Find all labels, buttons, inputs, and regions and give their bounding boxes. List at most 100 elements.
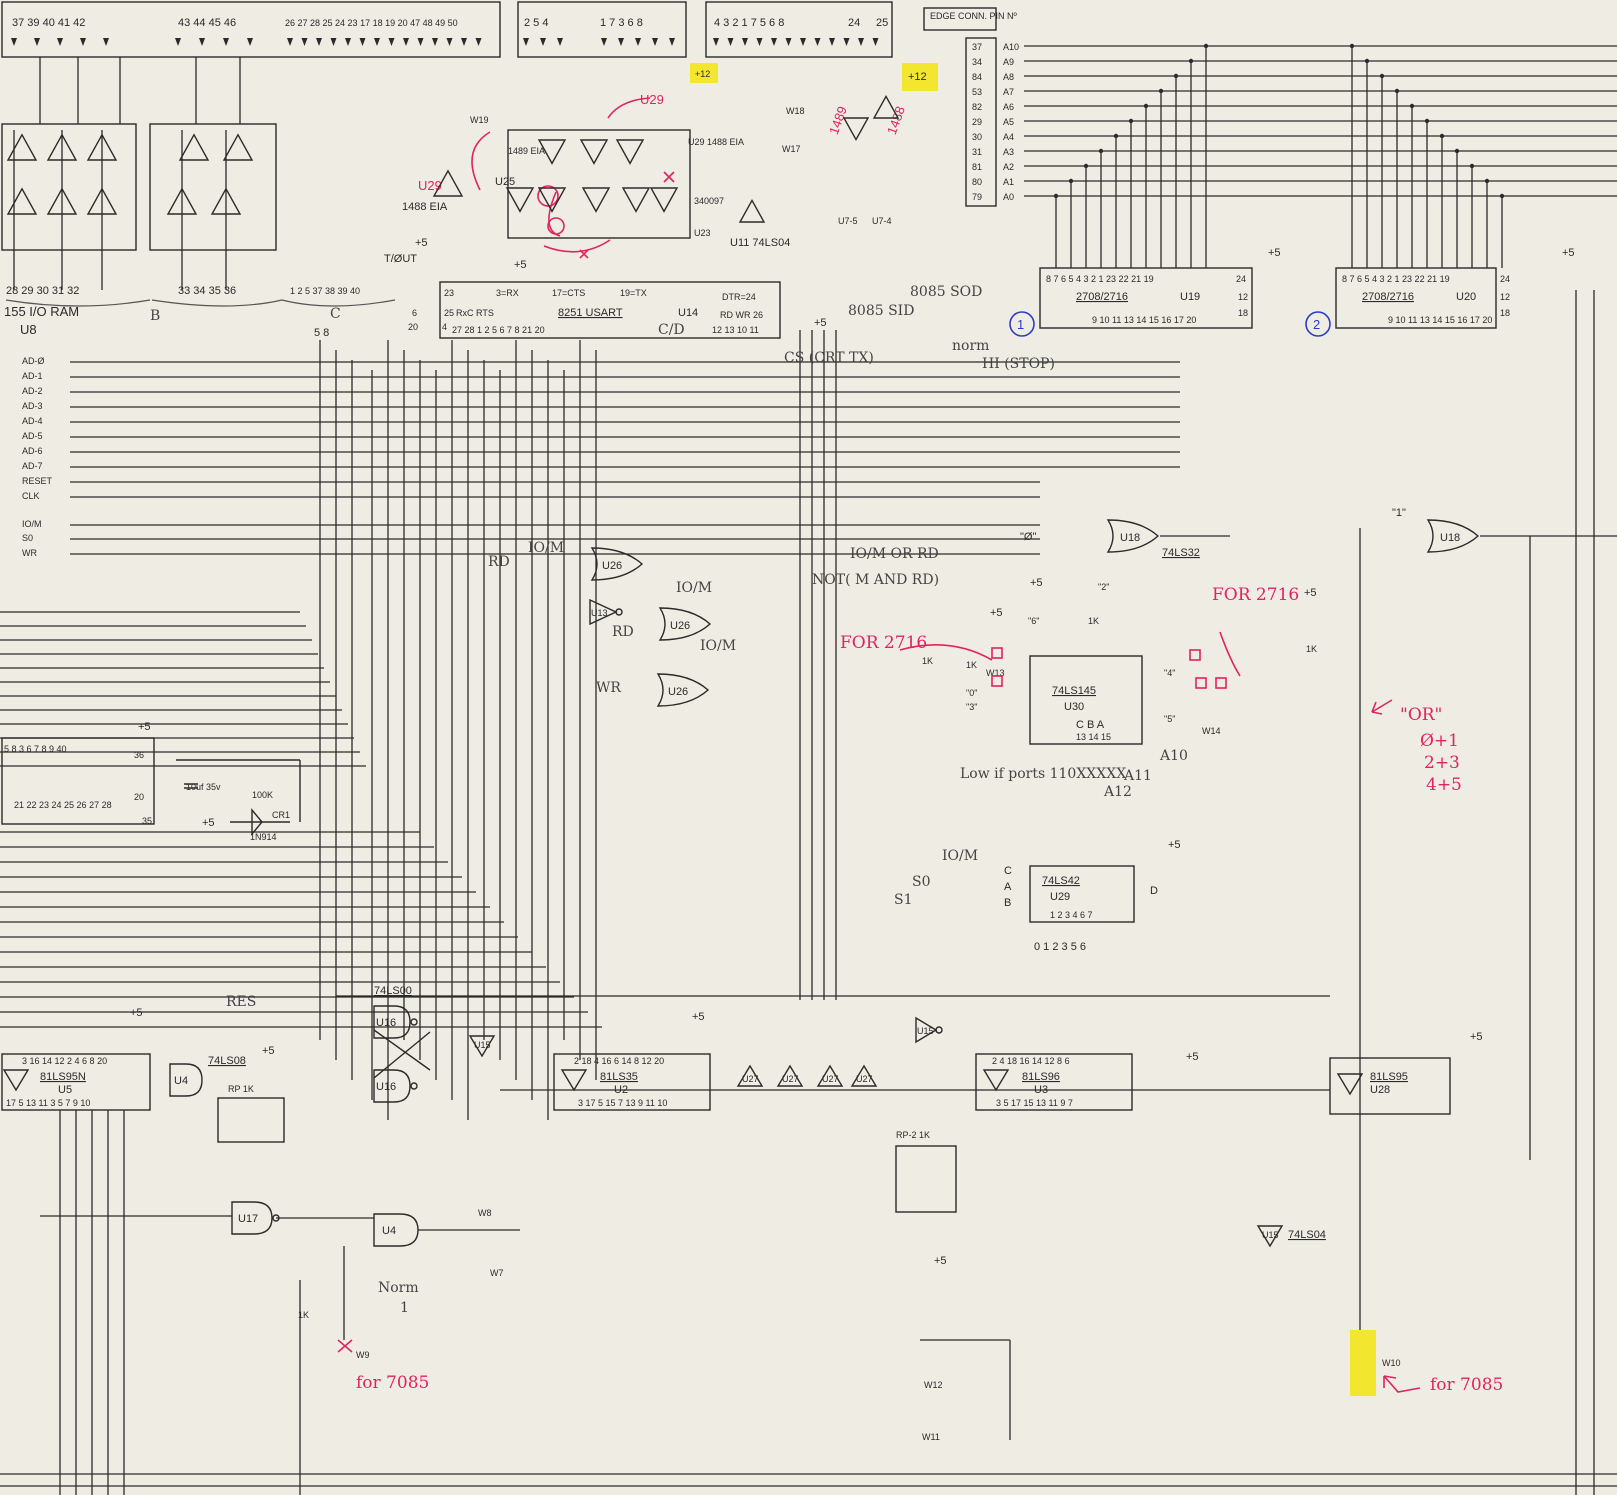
junction-dot [1068,178,1074,184]
pin-arrow [618,38,624,46]
usart-cs: CS (CRT TX) [784,350,874,366]
q4-label: "4" [1164,668,1175,678]
u29dec-s0: S0 [912,874,931,890]
u18-name: 74LS32 [1162,547,1200,559]
for-2716-b: FOR 2716 [1212,585,1299,605]
eia-gate [537,187,567,213]
for-7085-a: for 7085 [356,1373,429,1393]
note-not-m-and-rd: NOT( M AND RD) [812,572,939,588]
u26-gates: U26 U26 U26 U13 IO/M IO/M IO/M RD RD WR … [488,540,939,707]
cpu-pins: 5 8 3 6 7 8 9 40 [4,744,67,754]
rp-plus5: +5 [262,1045,275,1057]
eprom2-plus5: +5 [1562,247,1575,259]
edge-signal: A1 [1003,177,1014,187]
norm-1: 1 [400,1300,409,1316]
pin-arrow [523,38,529,46]
pin-arrow [223,38,229,46]
junction-dot [1349,43,1355,49]
w17-label: W17 [782,144,801,154]
u18-ref-b: U18 [1440,532,1460,544]
pin-arrow [403,38,409,46]
io-ram-pins-top: 28 29 30 31 32 [6,285,79,297]
pin-arrow [756,38,763,46]
pin-arrow [727,38,734,46]
rp-label: RP 1K [228,1084,254,1094]
pins-c: 26 27 28 25 24 23 17 18 19 20 47 48 49 5… [285,18,458,28]
pin-arrow [80,38,86,46]
edge-signal: A4 [1003,132,1014,142]
q2-label: "2" [1098,582,1109,592]
rd-label-2: RD [612,624,634,640]
u18-one: "1" [1392,507,1406,519]
edge-pin: 53 [972,87,982,97]
bus-label: CLK [22,491,40,501]
sb-label: 5 8 [314,327,329,339]
u29dec-outputs: 0 1 2 3 5 6 [1034,941,1086,953]
pin-arrow [843,38,850,46]
r1k-d: 1K [1306,644,1317,654]
u7-4-label: U7-4 [872,216,892,226]
pin-arrow [872,38,879,46]
pin-arrow [57,38,63,46]
w10-highlight [1350,1330,1376,1396]
pin-arrow [635,38,641,46]
bus-label: AD-Ø [22,356,45,366]
u29dec-a: A [1004,881,1012,893]
u15-ref: U15 [474,1040,491,1050]
u26-ref-c: U26 [668,686,688,698]
pin-arrow [814,38,821,46]
usart-cts: 17=CTS [552,288,585,298]
edge-pin: 34 [972,57,982,67]
junction-dot [1379,73,1385,79]
u29-top-red-label: U29 [640,92,664,107]
eprom1-p12: 12 [1238,292,1248,302]
w19-label: W19 [470,115,489,125]
u5-name: 81LS95N [40,1071,86,1083]
sid-label: 8085 SID [848,303,914,319]
vertical-wires [319,290,1617,1495]
diode-label: 1N914 [250,832,277,842]
u29dec-s1: S1 [894,892,913,908]
pin-arrow [359,38,366,46]
u29dec-plus5: +5 [1168,839,1181,851]
pin-arrow [388,38,395,46]
io-ram-pins-b: 33 34 35 36 [178,285,236,297]
edge-signal: A7 [1003,87,1014,97]
u29dec-pins-bottom: 1 2 3 4 6 7 [1050,910,1093,920]
bus-label: RESET [22,476,53,486]
bus-label: AD-1 [22,371,43,381]
junction-dot [1143,103,1149,109]
wr-label: WR [596,680,621,696]
junction-dot [1098,148,1104,154]
pins-d: 2 5 4 [524,17,548,29]
pin-arrow [669,38,675,46]
u30-plus5-c: +5 [1304,587,1317,599]
u3-plus5: +5 [1186,1051,1199,1063]
junction-dot [1394,88,1400,94]
pin-arrow [417,38,424,46]
u30-cba: C B A [1076,719,1105,731]
pin-arrow [785,38,792,46]
inverter-up [6,133,38,161]
w12-label: W12 [924,1380,943,1390]
1489-red: 1489 [826,104,850,136]
pin-arrow [557,38,563,46]
usart-rdwr: RD WR 26 [720,310,763,320]
note-io-or-rd: IO/M OR RD [850,546,939,562]
eprom-2: 8 7 6 5 4 3 2 1 23 22 21 19 2708/2716 U2… [1305,247,1575,337]
pin-arrow [800,38,806,46]
eprom1-pins: 8 7 6 5 4 3 2 1 23 22 21 19 [1046,274,1154,284]
pin-arrow [601,38,607,46]
pins-b: 43 44 45 46 [178,17,236,29]
pin-arrow [175,38,181,46]
pin-arrow [247,38,253,46]
eprom2-p12: 12 [1500,292,1510,302]
junction-dot [1158,88,1164,94]
r1k-c: 1K [1088,616,1099,626]
edge-pin: 80 [972,177,982,187]
rd-label: RD [488,554,510,570]
plus12-b: +12 [908,71,927,83]
u3-pins-b: 3 5 17 15 13 11 9 7 [996,1098,1073,1108]
eprom1-p24: 24 [1236,274,1246,284]
eprom1-name: 2708/2716 [1076,291,1128,303]
